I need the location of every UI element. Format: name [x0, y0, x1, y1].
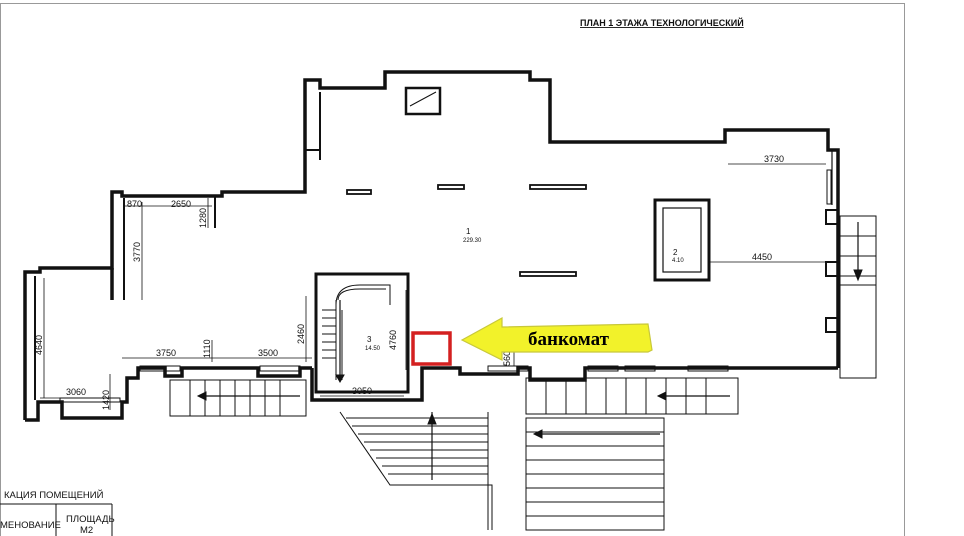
- room-3-area: 14.50: [365, 346, 381, 352]
- dim-3750: 3750: [156, 348, 176, 358]
- room-labels: 1 229.30 2 4.10 3 14.50: [365, 227, 684, 352]
- dimension-labels: 870 2650 1280 3770 4640 3750 1110 3500 2…: [34, 154, 784, 410]
- dim-2650: 2650: [171, 199, 191, 209]
- dim-3050: 3050: [352, 386, 372, 396]
- dim-3500: 3500: [258, 348, 278, 358]
- dim-2460: 2460: [296, 324, 306, 344]
- room-2-area: 4.10: [672, 258, 684, 264]
- atm-location-marker: [411, 331, 452, 366]
- ceiling-beams: [346, 184, 587, 277]
- atm-label: банкомат: [528, 329, 610, 350]
- plan-title: ПЛАН 1 ЭТАЖА ТЕХНОЛОГИЧЕСКИЙ: [580, 17, 744, 28]
- table-col-name: МЕНОВАНИЕ: [0, 520, 61, 531]
- dim-4760: 4760: [388, 330, 398, 350]
- table-col-area-unit: М2: [80, 525, 93, 536]
- exterior-steps-east: [839, 215, 877, 379]
- exterior-steps-center: [339, 411, 493, 530]
- dim-1280: 1280: [198, 208, 208, 228]
- atm-arrow: [460, 316, 653, 361]
- dim-870: 870: [127, 199, 142, 209]
- room-3-number: 3: [367, 335, 372, 344]
- rooms-table: [0, 503, 113, 536]
- building-walls: [23, 70, 840, 422]
- room-1-area: 229.30: [463, 238, 482, 244]
- dim-3770: 3770: [132, 242, 142, 262]
- dim-4450: 4450: [752, 252, 772, 262]
- exterior-steps-right: [525, 377, 739, 531]
- dim-3060: 3060: [66, 387, 86, 397]
- core-stair: [322, 284, 391, 384]
- table-caption: КАЦИЯ ПОМЕЩЕНИЙ: [4, 489, 104, 501]
- dim-1420: 1420: [101, 390, 111, 410]
- room-2-number: 2: [673, 248, 678, 257]
- room-1-number: 1: [466, 227, 471, 236]
- table-col-area: ПЛОЩАДЬ: [66, 514, 115, 525]
- sheet-frame: [0, 3, 905, 536]
- dim-3730: 3730: [764, 154, 784, 164]
- dim-560: 560: [502, 351, 512, 366]
- dimension-lines: [40, 163, 826, 410]
- exterior-steps-left: [169, 379, 307, 417]
- dim-1110: 1110: [202, 339, 212, 358]
- dim-4640: 4640: [34, 335, 44, 355]
- windows: [59, 169, 832, 403]
